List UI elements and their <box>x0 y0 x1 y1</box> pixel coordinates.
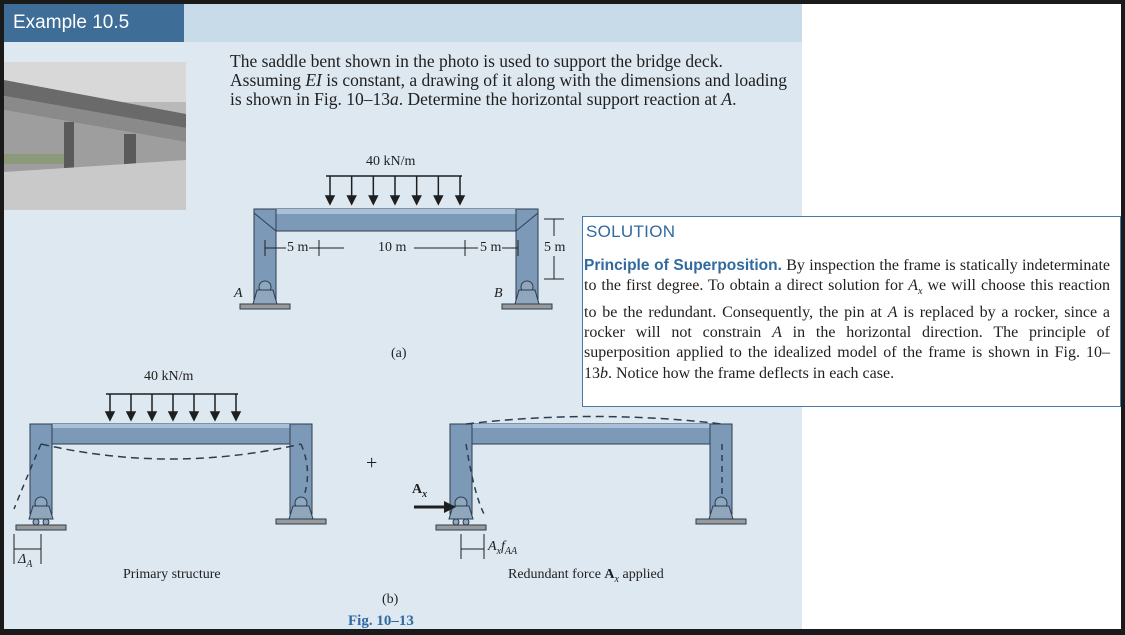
load-label-b: 40 kN/m <box>144 369 194 384</box>
dim-mid-label: 10 m <box>378 240 407 255</box>
load-arrowhead <box>230 411 242 422</box>
load-arrowhead <box>125 411 137 422</box>
load-arrowhead <box>146 411 158 422</box>
figure-a-diagram <box>239 175 564 310</box>
deflection-label: AxfAA <box>488 539 518 557</box>
caption-b: (b) <box>382 592 399 607</box>
load-arrowhead <box>433 195 444 206</box>
principle-heading: Principle of Superposition. <box>584 257 782 274</box>
viewer-frame: Example 10.5 The saddle bent shown in th… <box>4 4 1121 629</box>
plus-sign: + <box>366 452 378 474</box>
load-arrowhead <box>188 411 200 422</box>
dim-height-label: 5 m <box>544 240 566 255</box>
solution-text: Principle of Superposition. By inspectio… <box>584 257 1111 382</box>
load-label-a: 40 kN/m <box>366 154 416 169</box>
support-a-label: A <box>234 286 243 301</box>
redundant-caption: Redundant force Ax applied <box>508 567 664 585</box>
load-arrowhead <box>209 411 221 422</box>
bridge-photo <box>4 62 186 210</box>
solution-title: SOLUTION <box>586 222 676 241</box>
support-b-label: B <box>494 286 503 301</box>
load-arrowhead <box>411 195 422 206</box>
figure-b-diagram <box>13 393 747 564</box>
load-arrowhead <box>324 195 336 206</box>
example-tab: Example 10.5 <box>4 4 184 42</box>
load-arrowhead <box>454 195 466 206</box>
problem-statement: The saddle bent shown in the photo is us… <box>230 51 788 109</box>
solution-box <box>582 216 1121 407</box>
load-arrowhead <box>346 195 357 206</box>
force-label: Ax <box>412 482 428 500</box>
dim-left-label: 5 m <box>287 240 309 255</box>
load-arrowhead <box>104 411 116 422</box>
caption-a: (a) <box>391 346 407 361</box>
load-arrowhead <box>368 195 379 206</box>
load-arrowhead <box>389 195 401 206</box>
load-arrowhead <box>167 411 179 422</box>
primary-caption: Primary structure <box>123 567 221 582</box>
delta-label: ΔA <box>18 552 33 570</box>
dim-right-label: 5 m <box>480 240 502 255</box>
figure-number: Fig. 10–13 <box>348 613 414 629</box>
